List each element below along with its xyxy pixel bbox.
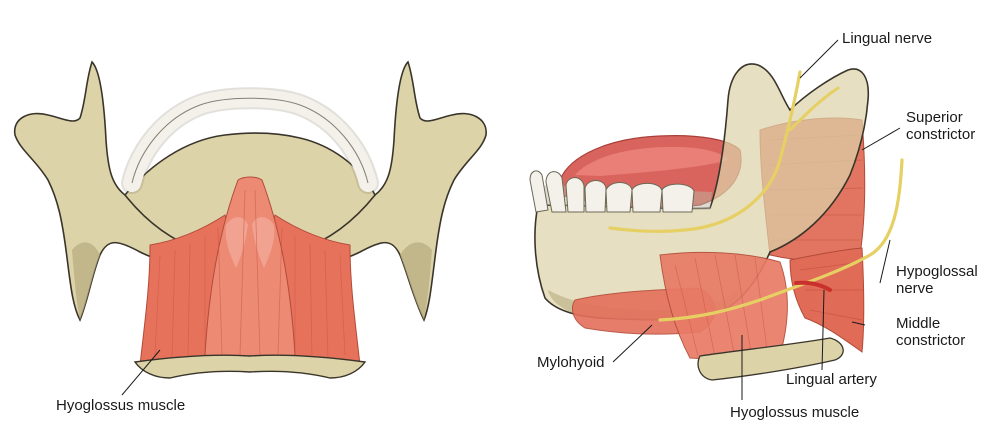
muscle-fibers-left — [154, 189, 346, 359]
hyoid-bone — [133, 354, 367, 379]
right-mandible-view — [529, 39, 904, 400]
lateral-teeth — [529, 170, 712, 213]
hypoglossal-nerve — [658, 158, 904, 322]
tongue-highlight — [575, 146, 728, 176]
leader-line-hypoglossal-nerve — [879, 239, 891, 284]
left-ramus-shadow — [72, 242, 100, 320]
label-lingual-nerve: Lingual nerve — [842, 30, 933, 47]
label-hyoglossus-muscle-right: Hyoglossus muscle — [730, 404, 860, 421]
label-hyoglossus-muscle-left: Hyoglossus muscle — [56, 397, 186, 414]
label-middle-constrictor-line2: constrictor — [896, 332, 966, 349]
hyoglossus-muscle-lateral — [659, 251, 788, 360]
central-tongue-muscle-highlight — [225, 217, 275, 268]
leader-line-lingual-nerve — [799, 39, 839, 79]
lingual-nerve — [608, 70, 802, 233]
leader-line-superior-constrictor — [861, 127, 901, 151]
leader-line-hyoglossus-left — [121, 349, 161, 396]
label-middle-constrictor-line1: Middle — [896, 315, 941, 332]
leader-line-middle-constrictor — [851, 321, 866, 326]
left-mandible-view — [14, 60, 487, 396]
label-superior-constrictor-line1: Superior — [906, 109, 963, 126]
middle-constrictor-muscle — [789, 247, 865, 353]
label-lingual-artery: Lingual artery — [786, 371, 877, 388]
leader-lines — [612, 39, 901, 400]
lower-teeth-arch — [121, 87, 379, 194]
leader-line-mylohyoid — [612, 324, 653, 363]
label-hypoglossal-nerve-line1: Hypoglossal — [896, 263, 978, 280]
lingual-artery — [794, 280, 832, 292]
label-superior-constrictor-line2: constrictor — [906, 126, 976, 143]
lingual-nerve-branch — [788, 86, 840, 132]
label-mylohyoid: Mylohyoid — [537, 354, 605, 371]
right-ramus-shadow — [400, 242, 432, 320]
label-hypoglossal-nerve-line2: nerve — [896, 280, 934, 297]
hyoid-bone-lateral — [697, 337, 844, 381]
leader-line-lingual-artery — [821, 289, 825, 371]
